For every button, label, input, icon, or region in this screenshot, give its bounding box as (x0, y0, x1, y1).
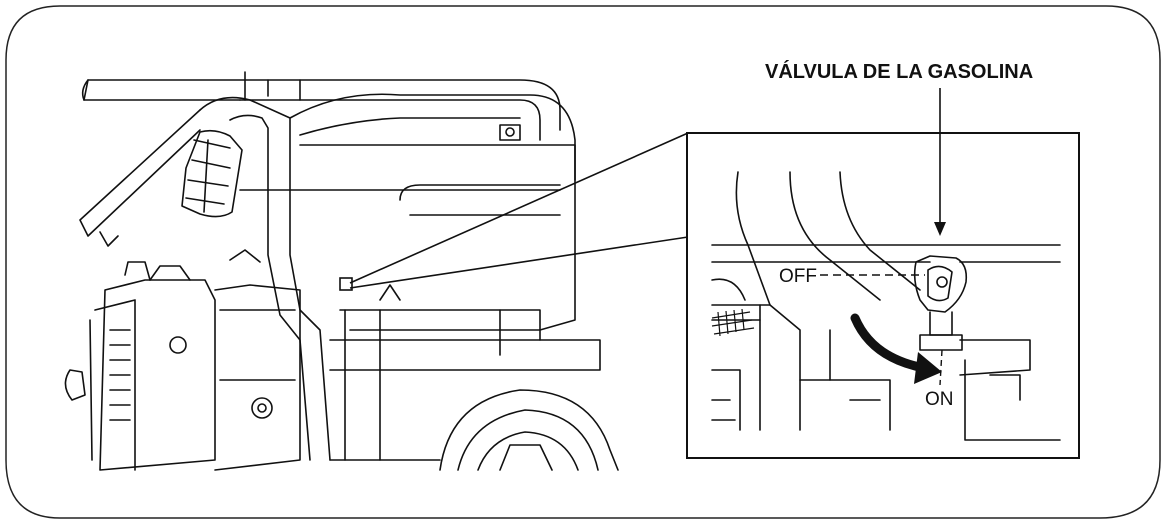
wheel (439, 389, 619, 471)
main-frame-tube (79, 93, 576, 461)
on-position-label: ON (925, 389, 954, 410)
off-position-label: OFF (779, 266, 817, 287)
outer-frame (5, 5, 1161, 519)
lower-frame (329, 284, 601, 461)
handle-bar (81, 71, 561, 141)
zoom-connector (339, 132, 689, 291)
detail-inset: OFF ON (686, 132, 1080, 459)
callout-label: VÁLVULA DE LA GASOLINA (765, 60, 1033, 83)
engine-block (64, 249, 301, 471)
generator-illustration (64, 71, 619, 471)
outlet-panel (181, 129, 243, 218)
hose (711, 308, 755, 337)
rotation-arrow (850, 313, 929, 373)
on-guide-line (939, 349, 943, 386)
fuel-valve-body (913, 255, 968, 313)
callout-arrow (934, 88, 946, 236)
inset-frame (686, 132, 1080, 459)
fuel-tank (239, 124, 576, 331)
rotation-arrow-head (914, 352, 942, 384)
